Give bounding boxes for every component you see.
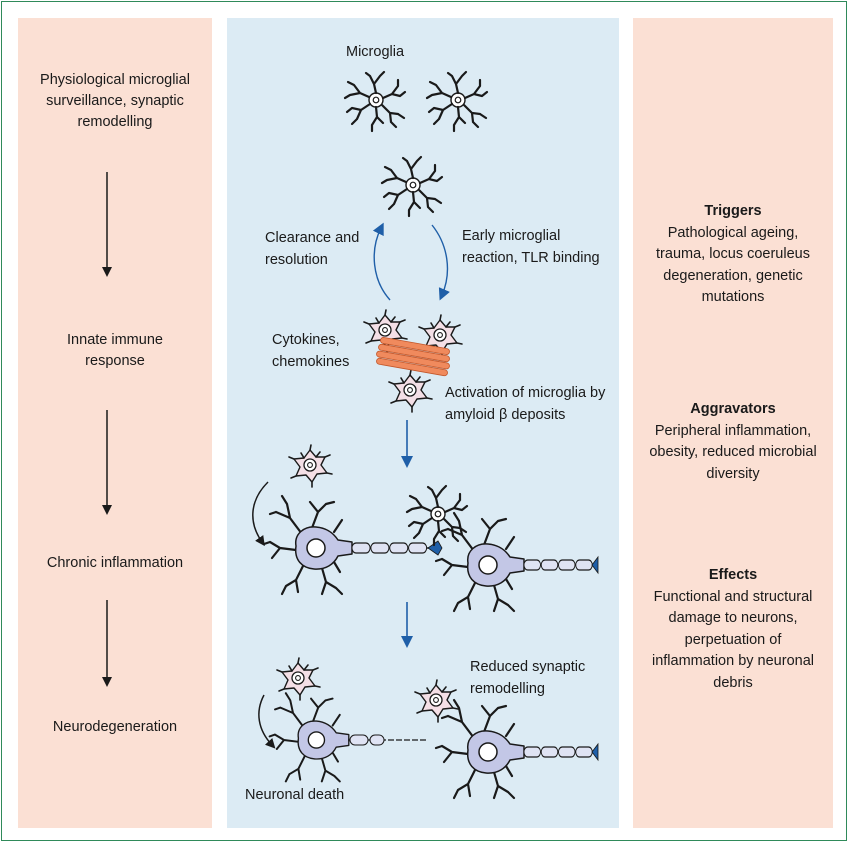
early-reaction-label: Early microglial reaction, TLR binding (462, 228, 600, 266)
triggers-text: Pathological ageing, trauma, locus coeru… (656, 224, 810, 306)
cycle-arrows (372, 222, 450, 301)
aggravators-text: Peripheral inflammation, obesity, reduce… (649, 422, 817, 482)
stage-neurodegeneration-label: Neurodegeneration (52, 719, 178, 735)
resting-microglia-icon (343, 70, 489, 218)
neuronal-death-label: Neuronal death (245, 787, 345, 803)
aggravators-title: Aggravators (690, 401, 776, 417)
neurodegeneration-scene (258, 657, 599, 800)
amyloid-deposit-icon (376, 337, 450, 377)
triggers-title: Triggers (704, 203, 762, 219)
stage-innate-immune-label: Innate immune response (67, 332, 163, 369)
microglia-label: Microglia (346, 44, 405, 60)
effects-title: Effects (708, 567, 758, 583)
cytokines-label: Cytokines, chemokines (272, 332, 350, 370)
aggravators-block: Aggravators Peripheral inflammation, obe… (633, 399, 833, 485)
right-panel (633, 18, 833, 828)
effects-text: Functional and structural damage to neur… (651, 588, 814, 691)
triggers-block: Triggers Pathological ageing, trauma, lo… (633, 201, 833, 309)
activation-label: Activation of microglia by amyloid β dep… (445, 385, 606, 423)
chronic-inflammation-scene (252, 444, 599, 613)
stage-surveillance-label: Physiological microglial surveillance, s… (40, 72, 190, 130)
clearance-label: Clearance and resolution (265, 230, 360, 268)
reduced-remodelling-label: Reduced synaptic remodelling (470, 659, 586, 697)
stage-chronic-inflammation-label: Chronic inflammation (46, 555, 184, 571)
effects-block: Effects Functional and structural damage… (633, 565, 833, 694)
left-panel (18, 18, 212, 828)
